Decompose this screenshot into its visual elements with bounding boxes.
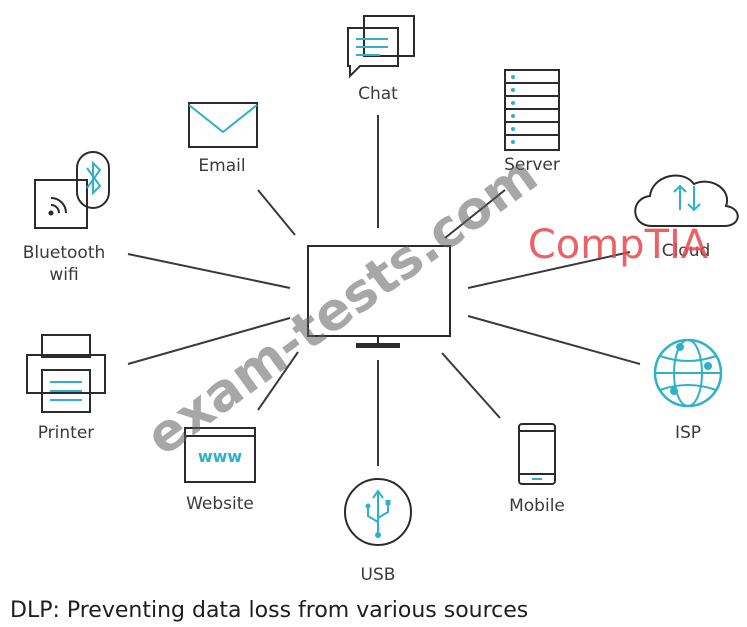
bluetooth-label: Bluetooth [23,243,106,263]
connector-website [257,351,299,411]
mobile-label: Mobile [509,496,565,516]
connector-cloud [467,251,631,289]
node-chat: Chat [347,15,415,104]
watermark-brand: CompTIA [528,222,709,268]
printer-icon [26,334,106,413]
node-email: Email [188,102,258,176]
connector-lines [127,115,641,466]
chat-label: Chat [358,84,398,104]
cloud-label: Cloud [662,241,711,261]
email-icon [188,102,258,148]
isp-label: ISP [675,423,701,443]
node-usb: USB [344,478,412,585]
connector-mobile [441,352,501,419]
node-bluetooth-wifi: Bluetooth wifi [23,151,110,285]
connector-bluetooth [127,253,291,289]
computer-monitor-icon [307,245,451,348]
server-icon [504,69,560,151]
connector-printer [127,317,291,365]
server-label: Server [504,155,560,175]
node-mobile: Mobile [509,423,565,516]
www-text: www [198,447,243,466]
node-website: www Website [184,427,256,514]
node-printer: Printer [26,334,106,443]
wifi-label: wifi [49,265,78,285]
website-icon: www [184,427,256,483]
mobile-icon [518,423,556,485]
diagram-caption: DLP: Preventing data loss from various s… [10,598,528,623]
website-label: Website [186,494,254,514]
node-server: Server [504,69,560,175]
chat-icon [347,15,415,79]
node-isp: ISP [653,338,723,443]
watermark-diagonal: exam-tests.com [135,145,548,468]
connector-server [444,189,506,239]
node-cloud: Cloud [634,174,739,261]
connector-isp [467,315,641,365]
bluetooth-wifi-icon [34,151,110,229]
email-label: Email [198,156,245,176]
cloud-icon [634,174,739,227]
printer-label: Printer [38,423,95,443]
usb-icon [344,478,412,546]
usb-label: USB [361,565,396,585]
connector-email [257,189,296,236]
globe-icon [653,338,723,408]
